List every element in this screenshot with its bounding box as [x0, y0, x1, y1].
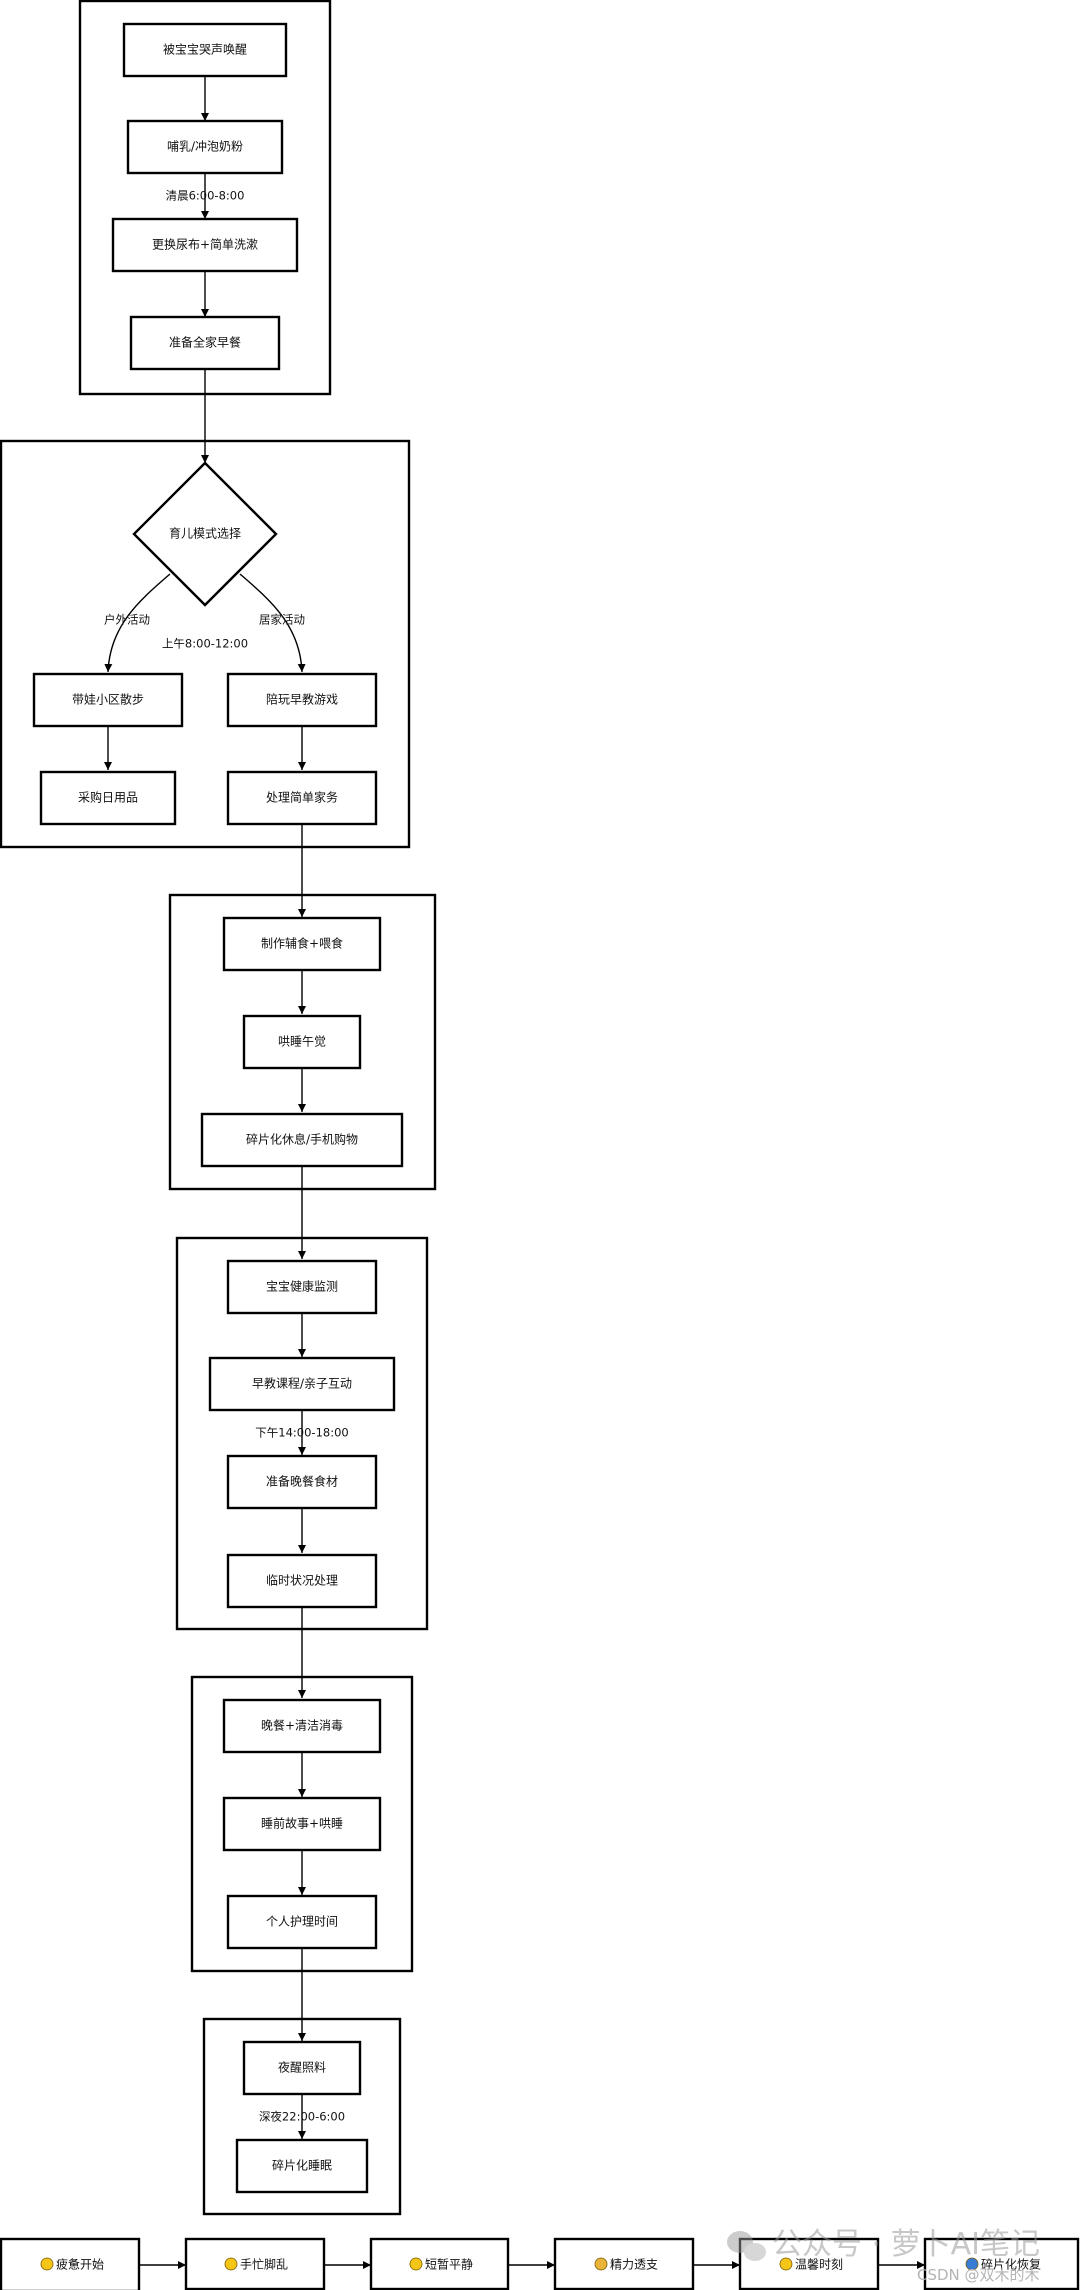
watermark-brand: 公众号 · 萝卜AI笔记 [772, 2227, 1040, 2262]
node-dinner-prep: 准备晚餐食材 [226, 1454, 378, 1510]
node-play-label: 陪玩早教游戏 [266, 692, 338, 707]
label-afternoon-time: 下午14:00-18:00 [255, 1426, 348, 1440]
node-health-label: 宝宝健康监测 [266, 1279, 338, 1294]
node-chores: 处理简单家务 [226, 770, 378, 826]
confused-face-icon [224, 2257, 238, 2271]
node-night-care-label: 夜醒照料 [278, 2060, 326, 2075]
node-night-care: 夜醒照料 [242, 2040, 362, 2096]
node-play: 陪玩早教游戏 [226, 672, 378, 728]
label-outdoor: 户外活动 [104, 613, 150, 627]
node-dinner: 晚餐+清洁消毒 [222, 1698, 382, 1754]
node-nap-label: 哄睡午觉 [278, 1035, 326, 1049]
node-wake-label: 被宝宝哭声唤醒 [163, 43, 247, 57]
node-diaper-label: 更换尿布+简单洗漱 [152, 238, 258, 252]
node-feed-label: 哺乳/冲泡奶粉 [167, 139, 243, 154]
emotion-6-label: 碎片化恢复 [981, 2257, 1041, 2272]
node-rest: 碎片化休息/手机购物 [200, 1112, 404, 1168]
emotion-2-label: 手忙脚乱 [240, 2257, 288, 2272]
label-forenoon-time: 上午8:00-12:00 [162, 637, 248, 651]
smiling-face-icon [779, 2257, 793, 2271]
node-health: 宝宝健康监测 [226, 1259, 378, 1315]
node-dinner-prep-label: 准备晚餐食材 [266, 1474, 338, 1489]
node-sleep-label: 碎片化睡眠 [272, 2158, 332, 2173]
cat-icon [965, 2257, 979, 2271]
watermark-source: CSDN @双木的木 [917, 2266, 1040, 2284]
node-meal: 制作辅食+喂食 [222, 916, 382, 972]
node-nap: 哄睡午觉 [242, 1014, 362, 1070]
node-shopping-label: 采购日用品 [78, 790, 138, 805]
emotion-1: 疲惫开始 [0, 2237, 141, 2290]
node-course: 早教课程/亲子互动 [208, 1356, 396, 1412]
exhausted-face-icon [594, 2257, 608, 2271]
wechat-icon [727, 2231, 766, 2261]
emotion-1-label: 疲惫开始 [56, 2257, 104, 2272]
tired-face-icon [40, 2257, 54, 2271]
node-breakfast-label: 准备全家早餐 [169, 335, 241, 350]
label-night-time: 深夜22:00-6:00 [259, 2110, 345, 2124]
node-story-label: 睡前故事+哄睡 [261, 1816, 343, 1831]
node-feed: 哺乳/冲泡奶粉 [126, 119, 284, 175]
node-breakfast: 准备全家早餐 [129, 315, 281, 371]
relieved-face-icon [409, 2257, 423, 2271]
node-sleep: 碎片化睡眠 [235, 2138, 369, 2194]
node-decision: 育儿模式选择 [132, 461, 278, 607]
emotion-6: 碎片化恢复 [923, 2237, 1080, 2290]
node-selfcare: 个人护理时间 [226, 1894, 378, 1950]
node-decision-label: 育儿模式选择 [169, 526, 241, 541]
edges [104, 76, 925, 2269]
node-diaper: 更换尿布+简单洗漱 [111, 217, 299, 273]
node-chores-label: 处理简单家务 [266, 790, 338, 805]
node-emergency: 临时状况处理 [226, 1553, 378, 1609]
node-meal-label: 制作辅食+喂食 [261, 936, 343, 951]
watermark: 公众号 · 萝卜AI笔记 CSDN @双木的木 [727, 2227, 1040, 2284]
label-morning-time: 清晨6:00-8:00 [166, 189, 245, 203]
node-walk-label: 带娃小区散步 [72, 692, 144, 707]
edge-decision-play [239, 573, 306, 673]
edge-decision-walk [104, 573, 171, 673]
node-walk: 带娃小区散步 [32, 672, 184, 728]
node-selfcare-label: 个人护理时间 [266, 1915, 338, 1929]
node-course-label: 早教课程/亲子互动 [252, 1376, 352, 1391]
node-rest-label: 碎片化休息/手机购物 [246, 1132, 358, 1147]
node-wake: 被宝宝哭声唤醒 [122, 22, 288, 78]
emotion-5-label: 温馨时刻 [795, 2257, 843, 2272]
node-emergency-label: 临时状况处理 [266, 1574, 338, 1588]
node-shopping: 采购日用品 [39, 770, 177, 826]
emotion-4: 精力透支 [553, 2237, 695, 2290]
emotion-3-label: 短暂平静 [425, 2258, 473, 2272]
emotion-2: 手忙脚乱 [184, 2237, 326, 2290]
label-indoor: 居家活动 [259, 613, 305, 627]
node-story: 睡前故事+哄睡 [222, 1796, 382, 1852]
node-dinner-label: 晚餐+清洁消毒 [261, 1718, 343, 1733]
emotion-3: 短暂平静 [369, 2237, 510, 2290]
emotion-4-label: 精力透支 [610, 2258, 658, 2272]
